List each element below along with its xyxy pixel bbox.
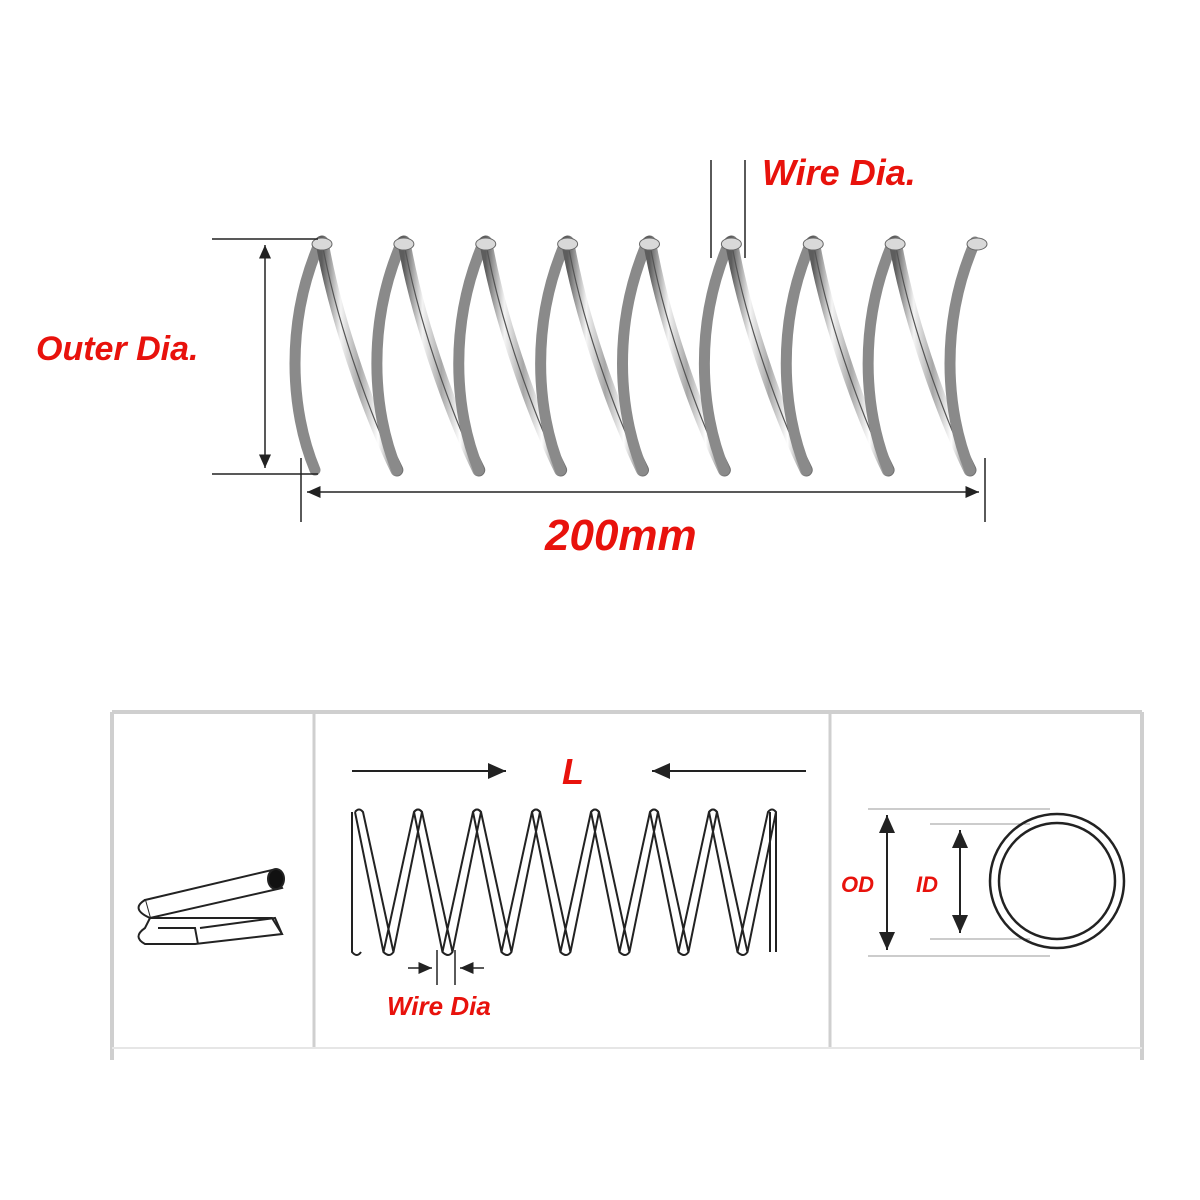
id-label: ID — [916, 872, 938, 897]
od-id-diagram — [868, 808, 1126, 957]
outer-circle — [988, 812, 1126, 950]
schematic-wire-dia-label: Wire Dia — [387, 991, 491, 1021]
coil-top — [639, 237, 660, 251]
coil-back-strand — [862, 236, 899, 476]
od-label: OD — [841, 872, 874, 897]
wire-dia-dimension — [710, 160, 746, 258]
length-dimension — [300, 458, 986, 522]
inner-circle — [997, 821, 1117, 941]
coil-back-strand — [944, 236, 981, 476]
outer-dia-label: Outer Dia. — [36, 330, 198, 368]
coil-top — [475, 237, 497, 251]
coil-top — [720, 237, 742, 251]
schematic-length-label: L — [562, 751, 584, 792]
schematic-wire-dia-arrows — [408, 950, 484, 985]
coil-back-strand — [453, 236, 490, 476]
coil-back-strand — [698, 236, 735, 476]
spring-end-detail — [137, 868, 285, 945]
zigzag-left-end — [351, 812, 362, 956]
coil-back-strand — [617, 236, 653, 476]
photo-spring — [289, 235, 988, 477]
zigzag-right-end — [769, 812, 777, 952]
zigzag-up-stroke — [736, 808, 778, 953]
length-label: 200mm — [544, 511, 697, 560]
coil-back-strand — [371, 236, 408, 476]
coil-back-strand — [289, 236, 326, 476]
coil-back-strand — [535, 236, 572, 476]
wire-dia-label: Wire Dia. — [762, 152, 916, 193]
coil-top — [802, 237, 824, 251]
coil-back-strand — [780, 236, 817, 476]
spring-coils — [289, 235, 988, 477]
schematic-table — [110, 710, 1144, 1060]
schematic-spring — [351, 808, 778, 956]
zigzag-down-stroke — [472, 808, 513, 956]
zigzag-coils — [351, 808, 778, 956]
coil-top — [393, 237, 415, 251]
coil-top — [311, 237, 333, 251]
coil-top — [966, 237, 988, 251]
coil-top — [884, 237, 906, 251]
coil-top — [557, 237, 579, 251]
